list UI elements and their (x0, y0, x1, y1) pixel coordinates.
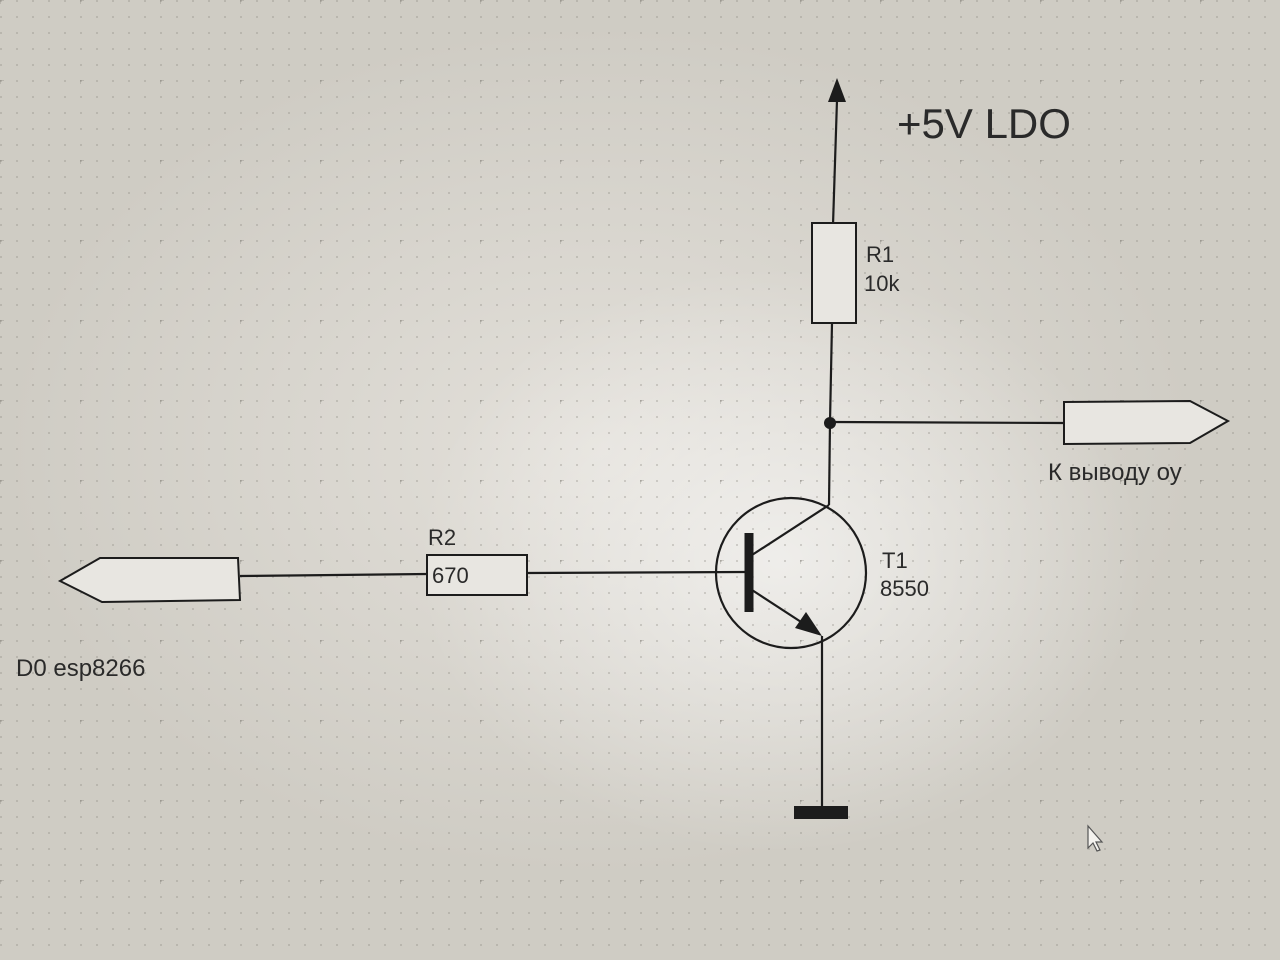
input-label: D0 esp8266 (16, 655, 145, 682)
wire-r2-base (526, 570, 747, 575)
r1-value-label: 10k (864, 271, 900, 296)
r1-ref-label: R1 (866, 242, 894, 267)
supply-label: +5V LDO (897, 100, 1071, 147)
wire-r1-junction (828, 322, 834, 423)
r1-resistor-body[interactable] (811, 222, 857, 324)
ground-symbol (794, 806, 848, 819)
output-label: К выводу оу (1048, 459, 1182, 486)
wire-to-output (829, 420, 1065, 425)
mouse-cursor-icon (1087, 824, 1104, 852)
wire-input-r2 (239, 572, 428, 578)
wire-collector (827, 421, 832, 506)
supply-arrow (828, 78, 846, 226)
t1-ref-label: T1 (882, 548, 908, 573)
t1-value-label: 8550 (880, 576, 929, 601)
input-port[interactable] (57, 557, 242, 604)
output-port[interactable] (1063, 399, 1231, 446)
r2-ref-label: R2 (428, 525, 456, 550)
r2-value-label: 670 (432, 563, 469, 588)
